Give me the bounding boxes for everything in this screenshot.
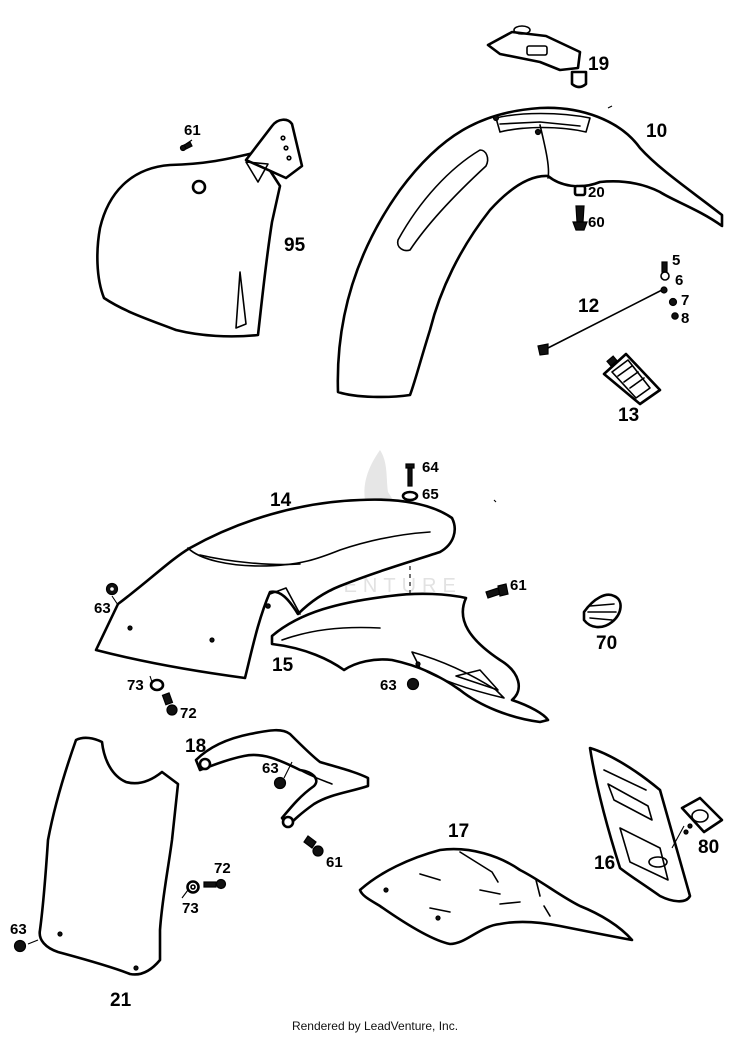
bolt-61-a[interactable] [179, 141, 193, 152]
nut-63-c[interactable] [273, 776, 287, 790]
part-17-mud-flap[interactable] [358, 847, 634, 946]
callout-17: 17 [448, 821, 469, 842]
part-19-bracket[interactable] [486, 25, 588, 89]
part-14-rear-fender[interactable] [94, 498, 456, 680]
part-10-front-fender[interactable] [336, 106, 724, 399]
nut-63-a[interactable] [105, 582, 119, 596]
callout-8: 8 [681, 310, 689, 327]
credit-text: Rendered by LeadVenture, Inc. [291, 1019, 459, 1033]
callout-12: 12 [578, 296, 599, 317]
leader-lines [27, 105, 685, 945]
callout-63-a: 63 [94, 600, 111, 617]
washer-bolt-72-73-b[interactable] [186, 878, 227, 894]
callout-14: 14 [270, 490, 292, 511]
callout-95: 95 [284, 235, 306, 256]
callout-80: 80 [698, 837, 719, 858]
part-21-rear-guard[interactable] [38, 736, 180, 976]
callout-5: 5 [672, 252, 680, 269]
part-95-number-plate[interactable] [96, 118, 304, 338]
callout-63-b: 63 [380, 677, 397, 694]
callout-61-c: 61 [326, 854, 343, 871]
hardware-5-6-7-8[interactable] [660, 261, 679, 320]
callout-72-b: 72 [214, 860, 231, 877]
callout-60: 60 [588, 214, 605, 231]
callout-19: 19 [588, 54, 609, 75]
bolt-61-c[interactable] [303, 835, 324, 857]
callout-70: 70 [596, 633, 617, 654]
callout-61-b: 61 [510, 577, 527, 594]
callout-7: 7 [681, 292, 689, 309]
callout-65: 65 [422, 486, 439, 503]
washer-bolt-73-72-a[interactable] [149, 678, 178, 716]
bolt-61-b[interactable] [485, 583, 509, 599]
part-12-cable[interactable] [537, 286, 668, 356]
callout-61-a: 61 [184, 122, 201, 139]
callouts: 19 10 61 95 20 60 5 6 7 8 12 13 64 65 14… [10, 54, 719, 1011]
part-80-lamp[interactable] [680, 796, 724, 835]
callout-18: 18 [185, 736, 206, 757]
callout-63-c: 63 [262, 760, 279, 777]
callout-72-a: 72 [180, 705, 197, 722]
callout-21: 21 [110, 990, 132, 1011]
part-15-side-panel[interactable] [270, 592, 550, 724]
nut-63-b[interactable] [406, 677, 420, 691]
nut-63-d[interactable] [13, 939, 27, 953]
callout-73-a: 73 [127, 677, 144, 694]
hardware-20-60[interactable] [572, 184, 588, 231]
callout-63-d: 63 [10, 921, 27, 938]
part-70-pad[interactable] [582, 593, 622, 629]
callout-20: 20 [588, 184, 605, 201]
callout-10: 10 [646, 121, 667, 142]
callout-73-b: 73 [182, 900, 199, 917]
part-16-plate-holder[interactable] [588, 746, 692, 903]
callout-64: 64 [422, 459, 439, 476]
callout-15: 15 [272, 655, 294, 676]
callout-6: 6 [675, 272, 683, 289]
callout-13: 13 [618, 405, 639, 426]
part-13-reflector[interactable] [602, 352, 662, 406]
callout-16: 16 [594, 853, 615, 874]
part-18-bracket[interactable] [194, 728, 370, 829]
